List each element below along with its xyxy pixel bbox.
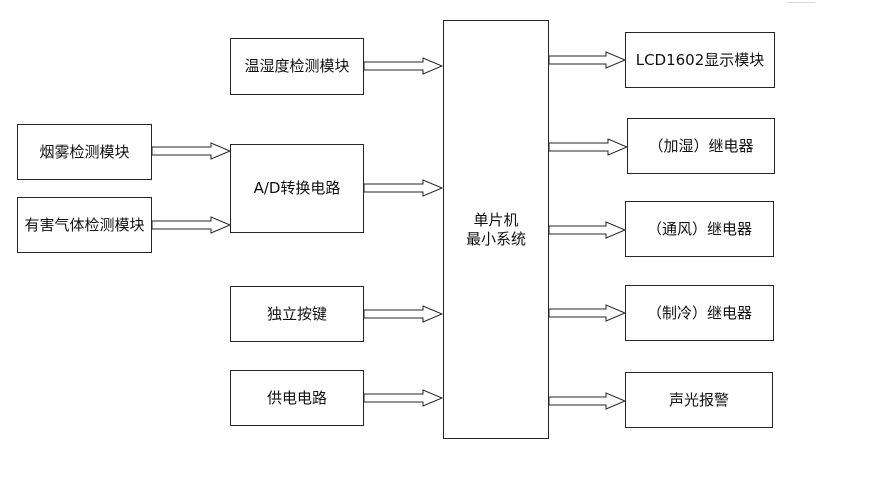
arrow-mcu-to-lcd: [548, 51, 627, 69]
divider-line: [787, 2, 815, 3]
humidify-relay-label: （加湿）继电器: [648, 136, 754, 155]
harmful-gas-detection-module: 有害气体检测模块: [17, 197, 152, 253]
humidify-relay: （加湿）继电器: [627, 118, 775, 174]
mcu-minimum-system: 单片机 最小系统: [443, 20, 549, 439]
power-supply-label: 供电电路: [266, 388, 327, 407]
independent-keys: 独立按键: [230, 286, 364, 342]
smoke-detection-module: 烟雾检测模块: [17, 124, 152, 180]
ad-converter-label: A/D转换电路: [253, 179, 341, 197]
mcu-label-line2: 最小系统: [465, 229, 526, 248]
power-supply-circuit: 供电电路: [230, 370, 364, 426]
lcd1602-label: LCD1602显示模块: [635, 50, 765, 69]
arrow-keys-to-mcu: [363, 305, 444, 323]
smoke-detection-label: 烟雾检测模块: [39, 142, 130, 161]
independent-keys-label: 独立按键: [266, 304, 327, 323]
arrow-harmful-gas-to-adc: [151, 216, 232, 234]
arrow-mcu-to-alarm: [548, 392, 627, 410]
temp-humidity-label: 温湿度检测模块: [244, 57, 350, 75]
harmful-gas-detection-label: 有害气体检测模块: [24, 215, 145, 234]
temp-humidity-module: 温湿度检测模块: [230, 38, 364, 95]
mcu-label-line1: 单片机: [473, 210, 519, 229]
sound-light-alarm: 声光报警: [625, 372, 773, 428]
arrow-temp-humidity-to-mcu: [363, 57, 444, 75]
arrow-power-to-mcu: [363, 389, 444, 407]
arrow-adc-to-mcu: [363, 179, 444, 197]
sound-light-alarm-label: 声光报警: [668, 390, 729, 409]
cooling-relay: （制冷）继电器: [625, 285, 774, 341]
ventilation-relay-label: （通风）继电器: [646, 219, 752, 238]
arrow-smoke-to-adc: [151, 142, 232, 160]
arrow-mcu-to-ventilation-relay: [548, 221, 627, 239]
lcd1602-display-module: LCD1602显示模块: [625, 32, 775, 88]
cooling-relay-label: （制冷）继电器: [646, 303, 752, 322]
ventilation-relay: （通风）继电器: [625, 201, 774, 257]
arrow-mcu-to-cooling-relay: [548, 304, 627, 322]
arrow-mcu-to-humidify-relay: [548, 138, 629, 156]
